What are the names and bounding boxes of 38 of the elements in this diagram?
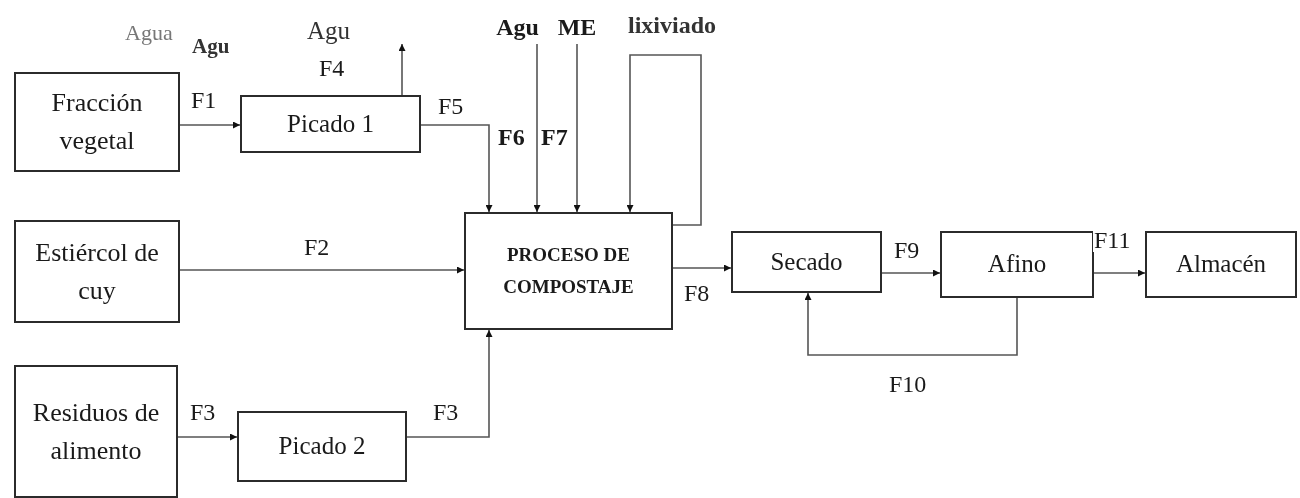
input-label: Agu bbox=[496, 12, 539, 42]
input-label: ME bbox=[557, 12, 597, 42]
flow-label: F11 bbox=[1093, 228, 1132, 252]
flow-arrow bbox=[573, 43, 581, 213]
box-label: Picado 1 bbox=[287, 108, 374, 139]
process-box bbox=[731, 231, 882, 293]
flow-arrow bbox=[406, 329, 493, 438]
flow-arrow bbox=[804, 292, 1018, 356]
flow-arrow bbox=[626, 54, 702, 226]
flow-arrow bbox=[179, 266, 465, 274]
flow-arrow bbox=[420, 124, 493, 213]
process-box bbox=[14, 220, 180, 323]
box-label: PROCESO DE COMPOSTAJE bbox=[502, 242, 635, 299]
process-box bbox=[14, 365, 178, 498]
process-box bbox=[237, 411, 407, 482]
box-label: Almacén bbox=[1175, 249, 1267, 280]
box-label: Estiércol de cuy bbox=[34, 236, 160, 307]
flow-arrow bbox=[672, 264, 732, 272]
box-label: Residuos de alimento bbox=[31, 396, 161, 467]
stream-label: Agua bbox=[125, 22, 173, 44]
box-label: Afino bbox=[987, 249, 1047, 280]
process-box bbox=[464, 212, 673, 330]
process-box bbox=[14, 72, 180, 172]
process-box bbox=[940, 231, 1094, 298]
process-box bbox=[1145, 231, 1297, 298]
flow-arrow bbox=[177, 433, 238, 441]
stream-label: Agu bbox=[192, 36, 230, 57]
box-label: Secado bbox=[770, 246, 843, 277]
flow-arrow bbox=[179, 121, 241, 129]
box-label: Fracción vegetal bbox=[50, 87, 144, 157]
flow-arrow bbox=[881, 269, 941, 277]
box-label: Picado 2 bbox=[278, 431, 366, 462]
flow-arrow bbox=[533, 43, 541, 213]
stream-label: lixiviado bbox=[628, 13, 717, 37]
stream-label: Agu bbox=[307, 18, 351, 43]
flow-arrow bbox=[398, 43, 406, 96]
process-box bbox=[240, 95, 421, 153]
flow-arrow bbox=[1093, 269, 1146, 277]
